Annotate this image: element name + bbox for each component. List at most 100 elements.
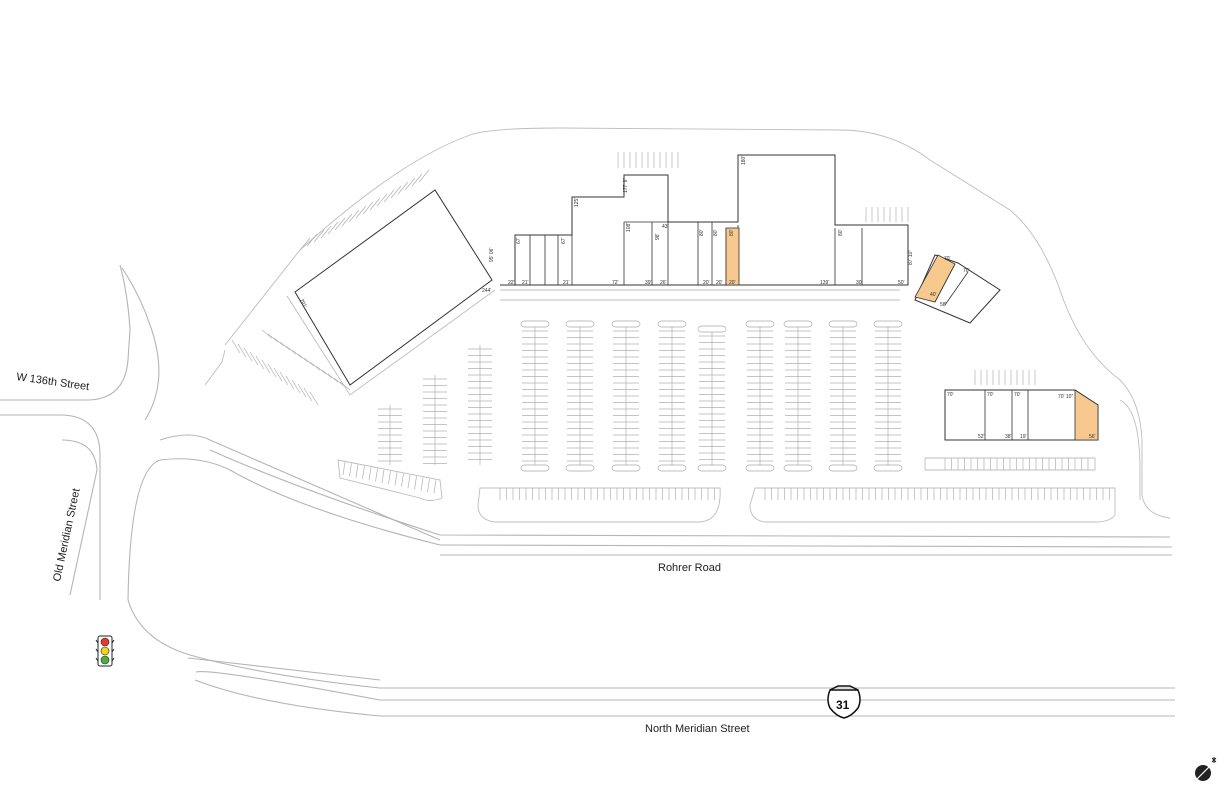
parking-stall [349,463,352,477]
traffic-signal-icon [95,635,115,667]
dim-u10: 139' [820,280,829,286]
parking-stall [407,474,411,489]
parking-stall [285,345,297,355]
parking-stall [303,357,315,367]
dim-u1: 22' [508,280,515,286]
parking-stall [237,343,247,358]
parking-island [520,320,550,328]
parking-stall [297,383,307,398]
parking-stall [279,341,291,351]
parking-stall [334,217,346,231]
parking-stall [342,461,346,476]
parking-stall [255,355,265,370]
dim-u12d: 87' 10" [908,250,914,265]
parking-stall [299,237,311,251]
parking-stall [381,469,385,483]
roads [0,127,1175,717]
dim-u2: 21' [522,280,529,286]
parking-island [565,464,595,472]
parking-stall [341,213,353,227]
parking-stall [418,169,430,183]
parking-island [657,464,687,472]
dim-u4: 72' [612,280,619,286]
parking-stall [388,471,391,485]
parking-stall [414,476,417,490]
parking-stall [427,478,430,492]
parking-island [783,464,813,472]
parking-island [745,464,775,472]
parking-stall [243,347,253,362]
parking-stall [368,467,372,481]
parking-island [745,320,775,328]
dim-u2d: 67' [516,237,522,244]
dim-u9d: 80' [729,229,735,236]
parking-stall [261,359,271,374]
parking-stall [333,377,345,387]
parking-island [520,464,550,472]
parking-stall [404,177,416,191]
parking-stall [309,391,319,406]
dim-anchor-w: 244' [482,288,491,294]
dim-u9: 20' [729,280,736,286]
dim-u6: 26' [660,280,667,286]
parking-stall [267,363,277,378]
dim-u4b: 177' 9" [623,178,629,193]
parking-stall [420,477,424,491]
parking-stall [249,351,259,366]
parking-stall [291,379,301,394]
dim-u10d: 180' [741,156,747,165]
dim-u11d: 80' [838,229,844,236]
dim-s2: 70' [987,392,994,398]
parking-stall [261,329,273,339]
parking-stall [297,353,309,363]
parking-stall [369,197,381,211]
parking-island [828,464,858,472]
parking-stall [348,209,360,223]
parking-stall [375,468,378,482]
parking-stall [285,375,295,390]
dim-s1: 70' [947,392,954,398]
dim-e5: 58' [940,302,947,308]
dim-u7: 20' [703,280,710,286]
dim-s5: 52' [978,434,985,440]
parking-stall [355,464,359,478]
parking-stall [320,225,332,239]
parking-island [611,320,641,328]
parking-stall [306,233,318,247]
dim-u5d: 108' [626,223,632,232]
parking-island [565,320,595,328]
highway-number: 31 [836,698,850,712]
parking-stall [267,333,279,343]
parking-island [697,325,727,333]
parking-stall [376,193,388,207]
dim-u1d: 95' 06' [489,248,495,262]
anchor-building[interactable] [294,189,493,386]
dim-u4d: 125' [574,198,580,207]
dim-e4: 40' [930,292,937,298]
north-arrow-icon [1195,757,1217,781]
main-strip-building[interactable] [500,154,909,286]
parking-stall [273,367,283,382]
dim-u3: 21' [563,280,570,286]
parking-island [783,320,813,328]
parking-stall [362,465,365,479]
available-unit-east[interactable] [1074,389,1099,441]
parking-stall [291,349,303,359]
parking-stall [411,173,423,187]
parking-stall [313,229,325,243]
parking-stall [303,387,313,402]
dimension-labels: 244' 201' 22' 95' 06' 21' 67' 21' 67' 72… [298,156,1095,440]
parking-stall [327,373,339,383]
parking-stall [401,473,404,487]
dim-s3: 70' [1014,392,1021,398]
parking-stall [279,371,289,386]
parking-stall [397,181,409,195]
available-unit-main[interactable] [725,227,740,286]
dim-s6: 38' [1005,434,1012,440]
street-label-north-meridian: North Meridian Street [645,723,750,735]
dim-u6d: 43' [662,224,669,230]
buildings [286,154,1099,441]
dim-s4: 70' 10" [1058,394,1073,400]
parking-rows [231,152,1110,500]
